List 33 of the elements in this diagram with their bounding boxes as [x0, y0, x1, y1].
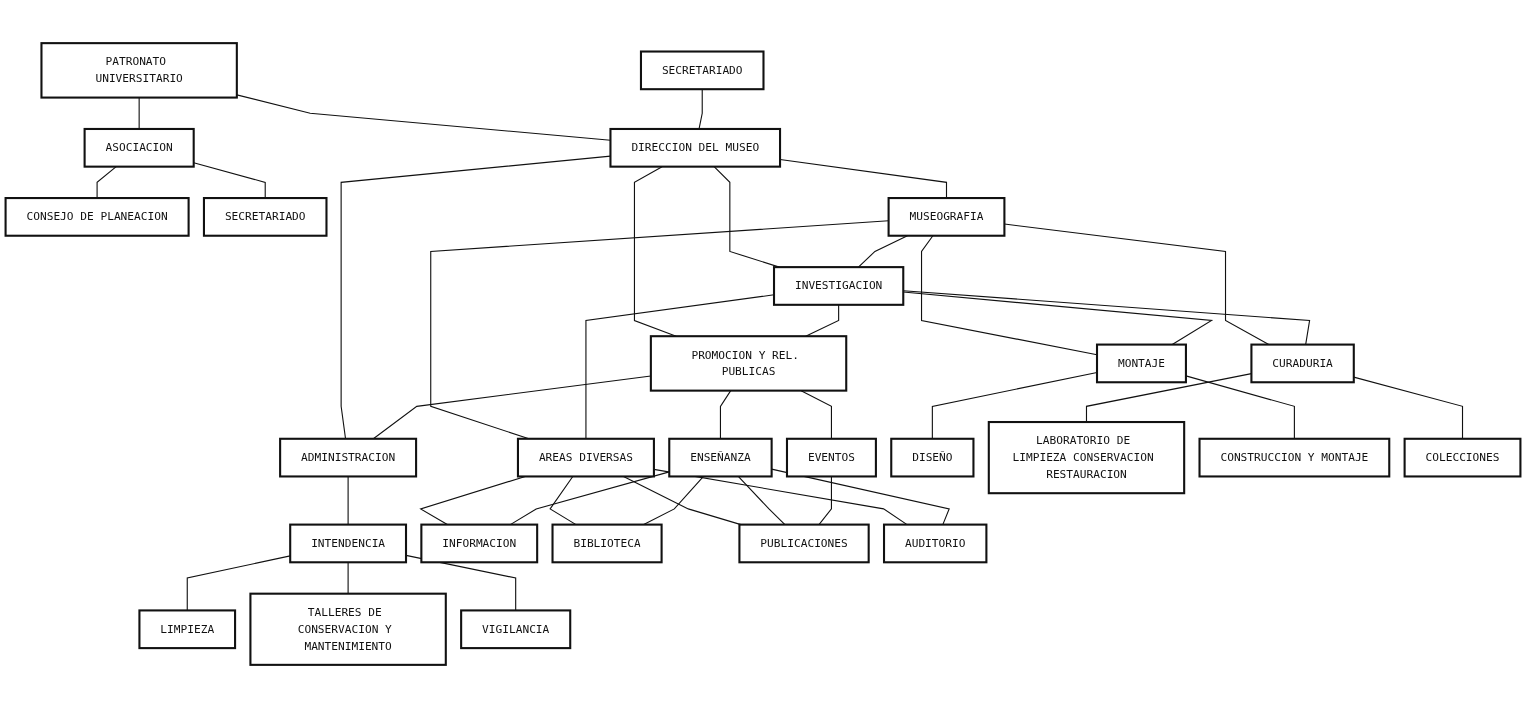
node-box: AREAS DIVERSAS	[516, 437, 655, 478]
connector	[186, 555, 291, 611]
node-box: PUBLICACIONES	[738, 523, 870, 564]
node-box: CURADURIA	[1250, 343, 1355, 384]
node-box: TALLERES DE CONSERVACION Y MANTENIMIENTO	[249, 592, 447, 666]
node-box: LABORATORIO DE LIMPIEZA CONSERVACION RESTAURACION	[987, 421, 1186, 495]
node-box: VIGILANCIA	[460, 609, 572, 650]
node-box: INVESTIGACION	[772, 266, 905, 306]
node-box: ASOCIACION	[83, 127, 195, 168]
connector	[921, 235, 1098, 356]
node-box: ADMINISTRACION	[279, 437, 418, 478]
connector	[193, 162, 266, 199]
node-box: DISEÑO	[890, 437, 975, 478]
connector	[1085, 373, 1252, 423]
node-box: PATRONATO UNIVERSITARIO	[40, 42, 238, 99]
node-box: CONSTRUCCION Y MONTAJE	[1198, 437, 1391, 478]
node-box: INTENDENCIA	[289, 523, 408, 564]
connector	[236, 94, 611, 141]
node-box: SECRETARIADO	[639, 50, 765, 91]
node-box: BIBLIOTECA	[551, 523, 663, 564]
connector	[96, 166, 117, 199]
node-box: AUDITORIO	[882, 523, 988, 564]
node-box: INFORMACION	[420, 523, 539, 564]
node-box: LIMPIEZA	[138, 609, 237, 650]
node-box: MONTAJE	[1095, 343, 1187, 384]
node-box: DIRECCION DEL MUSEO	[609, 127, 782, 168]
node-box: SECRETARIADO	[202, 197, 328, 237]
node-box: CONSEJO DE PLANEACION	[4, 197, 190, 237]
node-box: MUSEOGRAFIA	[887, 197, 1006, 237]
node-box: EVENTOS	[785, 437, 877, 478]
node-box: PROMOCION Y REL. PUBLICAS	[649, 335, 848, 392]
node-box: ENSEÑANZA	[668, 437, 773, 478]
node-box: COLECCIONES	[1403, 437, 1522, 478]
